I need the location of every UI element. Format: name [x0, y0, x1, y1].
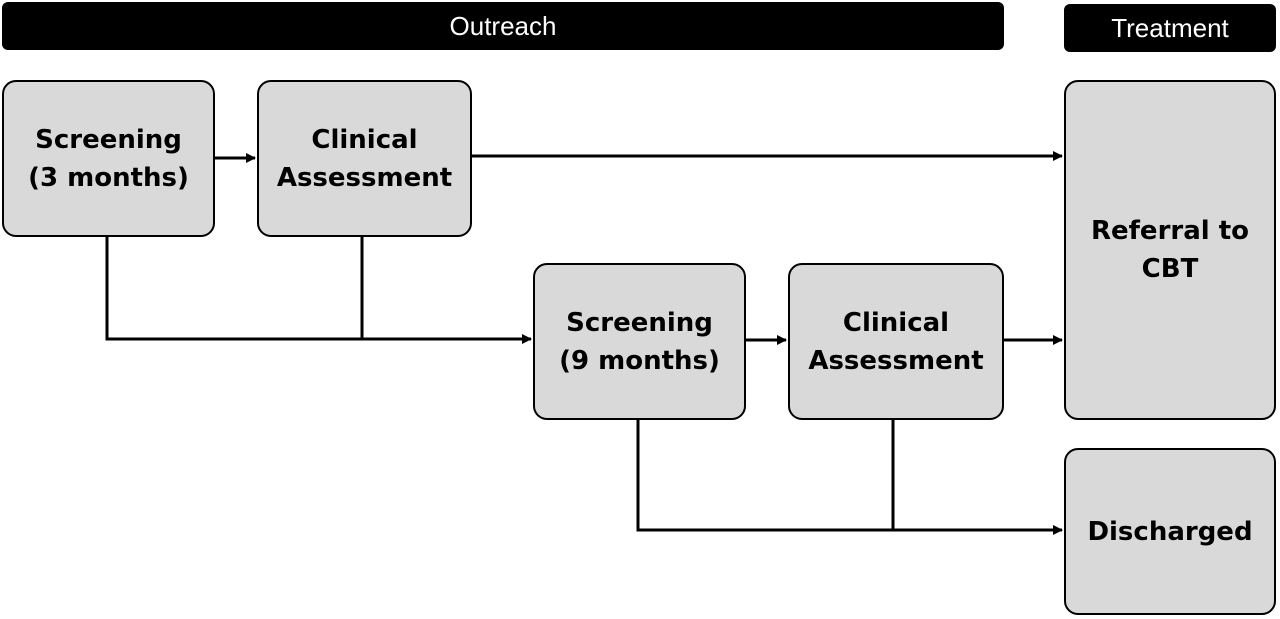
node-label: (3 months)	[28, 162, 189, 193]
edge-screening3-to-screening9	[105, 237, 362, 341]
outreach-header: Outreach	[2, 2, 1004, 50]
node-screening-9-months: Screening (9 months)	[533, 263, 746, 420]
node-label: Assessment	[808, 345, 984, 376]
node-screening-3-months: Screening (3 months)	[2, 80, 215, 237]
node-discharged: Discharged	[1064, 448, 1276, 615]
node-label: Clinical	[311, 124, 418, 155]
treatment-header-label: Treatment	[1111, 12, 1229, 43]
node-clinical-assessment-2: Clinical Assessment	[788, 263, 1004, 420]
edge-screening9-to-discharged	[636, 420, 893, 532]
node-label: Clinical	[842, 307, 950, 338]
treatment-header: Treatment	[1064, 4, 1276, 52]
outreach-header-label: Outreach	[449, 10, 557, 41]
edge-clinical2-to-discharged	[891, 420, 1063, 535]
node-label: (9 months)	[559, 345, 720, 376]
node-label: Assessment	[276, 162, 453, 193]
edge-clinical1-to-screening9	[360, 237, 532, 344]
node-label: Screening	[566, 307, 713, 338]
node-label: Screening	[35, 124, 182, 155]
node-referral-to-cbt: Referral to CBT	[1064, 80, 1276, 420]
node-label: CBT	[1141, 254, 1199, 284]
node-label: Discharged	[1087, 516, 1253, 547]
node-label: Referral to	[1090, 216, 1250, 246]
node-clinical-assessment-1: Clinical Assessment	[257, 80, 472, 237]
